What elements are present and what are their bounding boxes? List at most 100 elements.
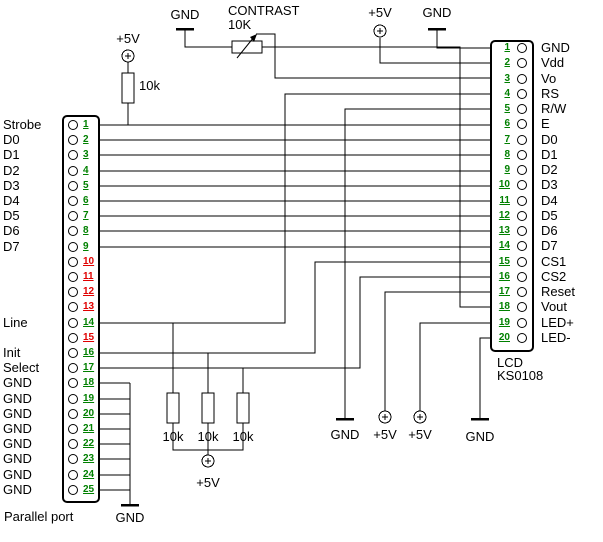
parallel-pin-label: Line [3, 315, 28, 330]
lcd-pin-label: CS1 [541, 254, 567, 269]
lcd-pin-label: R/W [541, 101, 567, 116]
lcd-pin-circle [517, 257, 527, 267]
lcd-pin-circle [517, 74, 527, 84]
lcd-pin-circle [517, 302, 527, 312]
parallel-pin-circle [68, 242, 78, 252]
parallel-pin-label: D3 [3, 178, 20, 193]
parallel-port-title: Parallel port [4, 509, 74, 524]
lcd-pin-circle [517, 165, 527, 175]
lcd-title-line2: KS0108 [497, 368, 544, 383]
lcd-pin-label: LED- [541, 330, 571, 345]
lcd-pin-number: 11 [499, 195, 510, 206]
parallel-pin-circle [68, 181, 78, 191]
lcd-pin-circle [517, 150, 527, 160]
parallel-pin-label: Select [3, 360, 40, 375]
lcd-pin-number: 2 [504, 57, 510, 68]
lcd-pin-circle [517, 226, 527, 236]
lcd-pin-number: 16 [498, 271, 510, 282]
parallel-pin-label: D1 [3, 147, 20, 162]
parallel-pin-number: 11 [83, 271, 94, 282]
contrast-title: CONTRAST [228, 3, 300, 18]
parallel-pin-circle [68, 211, 78, 221]
plus5v-label-top-left: +5V [116, 31, 140, 46]
parallel-pin-number: 6 [83, 195, 89, 206]
parallel-pin-circle [68, 196, 78, 206]
lcd-pin-label: D0 [541, 132, 558, 147]
parallel-pin-label: D6 [3, 223, 20, 238]
contrast-potentiometer [231, 34, 263, 59]
power-symbols [121, 24, 427, 468]
parallel-pin-label: GND [3, 375, 32, 390]
lcd-pin-number: 17 [498, 286, 510, 297]
lcd-pin-circle [517, 89, 527, 99]
parallel-pin-number: 16 [83, 347, 95, 358]
gnd-label-top-left: GND [170, 7, 200, 22]
parallel-pin-circle [68, 272, 78, 282]
parallel-pin-number: 13 [83, 301, 95, 312]
parallel-pin-circle [68, 150, 78, 160]
parallel-pin-number: 12 [83, 286, 95, 297]
parallel-pin-circle [68, 318, 78, 328]
plus5v-label-bottom-2: +5V [408, 427, 432, 442]
pullup-resistor-top [121, 72, 135, 104]
parallel-pin-label: Init [3, 345, 21, 360]
lcd-pin-number: 9 [504, 164, 510, 175]
lcd-pin-label: D7 [541, 238, 558, 253]
lcd-pin-circle [517, 119, 527, 129]
lcd-pin-circle [517, 196, 527, 206]
ground-symbols [121, 27, 489, 507]
lcd-pin-circle [517, 287, 527, 297]
parallel-pin-circle [68, 166, 78, 176]
lcd-pin-number: 7 [504, 134, 510, 145]
parallel-pin-label: D4 [3, 193, 20, 208]
gnd-label-bottom-1: GND [330, 427, 360, 442]
lcd-title-line1: LCD [497, 355, 524, 370]
lcd-pin-label: D4 [541, 193, 558, 208]
lcd-pin-number: 4 [504, 88, 510, 99]
lcd-pin-label: RS [541, 86, 560, 101]
pullup-resistors-bottom [166, 392, 250, 424]
contrast-value: 10K [228, 17, 252, 32]
pullup-resistor-value: 10k [139, 78, 160, 93]
parallel-pin-number: 18 [83, 377, 95, 388]
lcd-pin-label: GND [541, 40, 570, 55]
parallel-pin-circle [68, 485, 78, 495]
r2-value: 10k [197, 429, 219, 444]
parallel-pin-circle [68, 287, 78, 297]
lcd-pin-label: Vout [541, 299, 568, 314]
parallel-pin-number: 4 [83, 165, 89, 176]
r1-value: 10k [162, 429, 184, 444]
parallel-pin-number: 21 [83, 423, 95, 434]
lcd-pin-number: 5 [504, 103, 510, 114]
lcd-pin-label: Reset [541, 284, 575, 299]
lcd-pin-number: 18 [498, 301, 510, 312]
lcd-pin-label: D6 [541, 223, 558, 238]
lcd-pin-circle [517, 318, 527, 328]
parallel-pin-number: 17 [83, 362, 95, 373]
parallel-pin-number: 19 [83, 393, 95, 404]
parallel-pin-number: 23 [83, 453, 95, 464]
lcd-pin-number: 8 [504, 149, 510, 160]
parallel-pin-number: 1 [83, 119, 89, 130]
lcd-pin-number: 13 [498, 225, 510, 236]
lcd-pin-circle [517, 333, 527, 343]
plus5v-label-bottom-mid: +5V [196, 475, 220, 490]
parallel-port-connector [62, 115, 100, 503]
parallel-pin-number: 25 [83, 484, 95, 495]
parallel-pin-circle [68, 135, 78, 145]
parallel-pin-circle [68, 454, 78, 464]
parallel-pin-circle [68, 363, 78, 373]
lcd-pin-label: E [541, 116, 550, 131]
parallel-pin-label: GND [3, 482, 32, 497]
parallel-pin-label: D5 [3, 208, 20, 223]
parallel-pin-circle [68, 120, 78, 130]
lcd-pin-label: Vo [541, 71, 557, 86]
parallel-pin-label: GND [3, 406, 32, 421]
parallel-pin-number: 7 [83, 210, 89, 221]
lcd-pin-circle [517, 211, 527, 221]
parallel-pin-number: 22 [83, 438, 95, 449]
parallel-pin-label: GND [3, 467, 32, 482]
parallel-pin-label: GND [3, 436, 32, 451]
lcd-pin-circle [517, 241, 527, 251]
parallel-pin-number: 24 [83, 469, 95, 480]
